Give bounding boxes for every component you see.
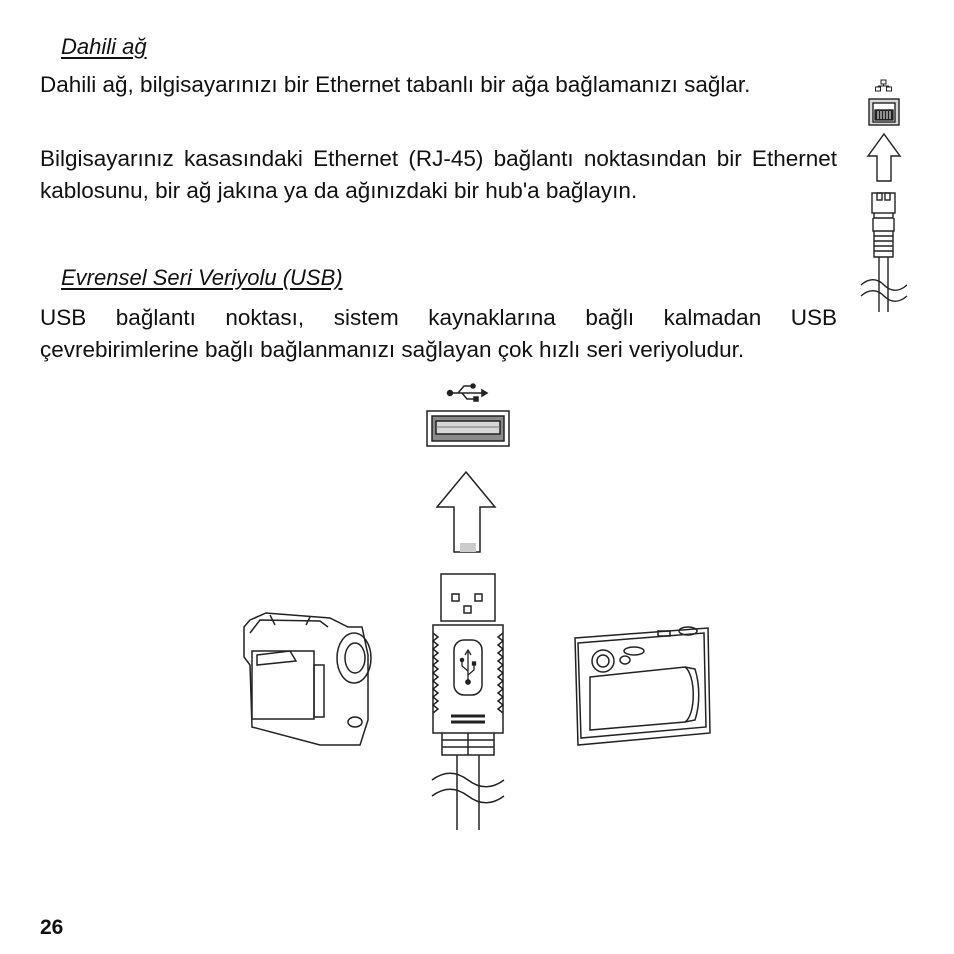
camcorder bbox=[243, 612, 372, 746]
usb-icon bbox=[446, 383, 489, 402]
paragraph-network-intro: Dahili ağ, bilgisayarınızı bir Ethernet … bbox=[40, 72, 751, 97]
network-icon bbox=[875, 79, 892, 92]
ethernet-illustration bbox=[860, 79, 908, 312]
rj45-port bbox=[868, 98, 900, 126]
usb-port bbox=[426, 410, 510, 447]
digital-camera bbox=[574, 626, 711, 746]
section-heading-usb: Evrensel Seri Veriyolu (USB) bbox=[61, 265, 343, 290]
paragraph-usb-line-1: USB bağlantı noktası, sistem kaynakların… bbox=[40, 305, 837, 330]
usb-illustration bbox=[243, 383, 711, 830]
cable-break bbox=[431, 772, 505, 804]
paragraph-usb: USB bağlantı noktası, sistem kaynakların… bbox=[40, 302, 890, 366]
up-arrow-icon bbox=[866, 132, 902, 182]
section-heading-internal-network: Dahili ağ bbox=[61, 34, 147, 59]
paragraph-network-instructions: Bilgisayarınız kasasındaki Ethernet (RJ-… bbox=[40, 146, 837, 203]
rj45-plug bbox=[871, 192, 896, 312]
cable-break bbox=[860, 279, 908, 302]
page-number: 26 bbox=[40, 916, 64, 939]
up-arrow-icon bbox=[435, 470, 497, 553]
usb-plug bbox=[431, 573, 505, 830]
paragraph-usb-line-2: çevrebirimlerine bağlı bağlanmanızı sağl… bbox=[40, 337, 745, 362]
